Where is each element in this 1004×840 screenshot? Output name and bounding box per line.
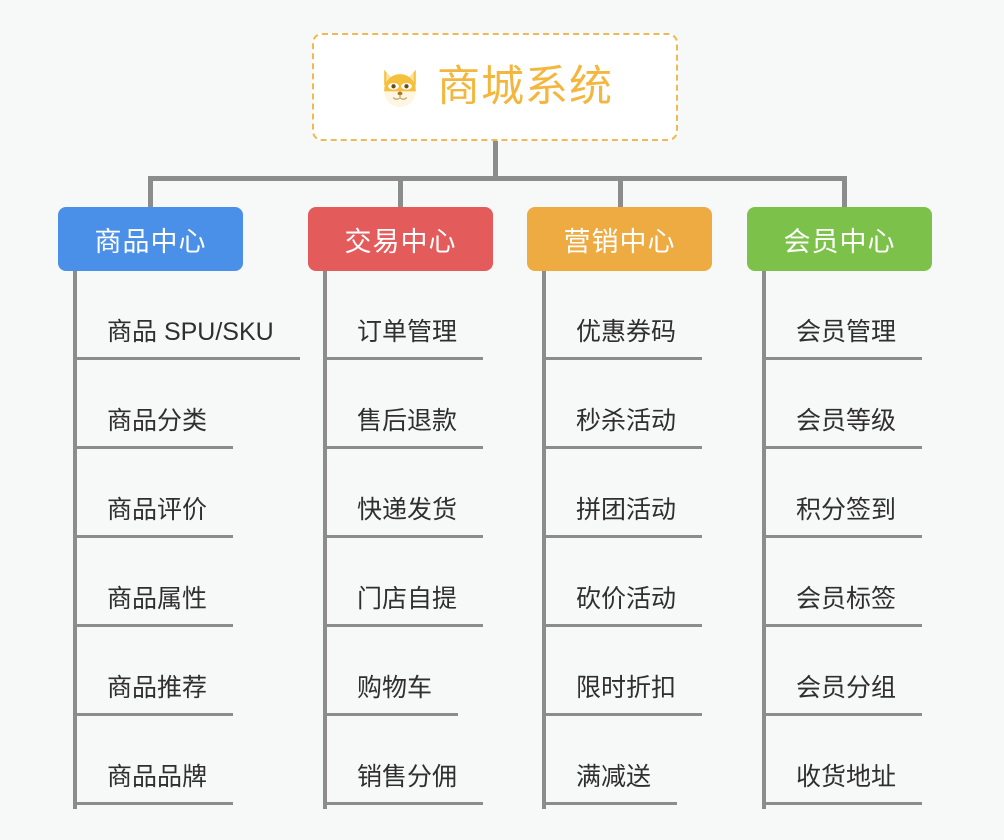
list-item-label: 收货地址	[762, 763, 923, 805]
list-item[interactable]: 售后退款	[323, 360, 484, 449]
root-stem-connector	[493, 141, 498, 180]
list-item-label: 会员等级	[762, 407, 923, 449]
list-item[interactable]: 砍价活动	[542, 538, 703, 627]
list-item[interactable]: 销售分佣	[323, 716, 484, 805]
column-spine	[73, 271, 77, 809]
list-item-label: 会员标签	[762, 585, 923, 627]
root-title: 商城系统	[437, 62, 613, 111]
list-item-label: 商品推荐	[73, 674, 234, 716]
list-item-label: 快递发货	[323, 496, 484, 538]
list-item[interactable]: 收货地址	[762, 716, 923, 805]
list-item[interactable]: 订单管理	[323, 271, 484, 360]
root-node-content: 商城系统	[377, 64, 613, 110]
list-item-label: 售后退款	[323, 407, 484, 449]
list-item-label: 销售分佣	[323, 763, 484, 805]
list-item[interactable]: 秒杀活动	[542, 360, 703, 449]
list-item[interactable]: 优惠券码	[542, 271, 703, 360]
list-item[interactable]: 会员分组	[762, 627, 923, 716]
list-item-label: 商品品牌	[73, 763, 234, 805]
list-item-label: 购物车	[323, 674, 459, 716]
category-header-trade-center[interactable]: 交易中心	[308, 207, 493, 271]
shiba-dog-face-icon	[384, 69, 416, 108]
list-item-label: 限时折扣	[542, 674, 703, 716]
list-item-label: 会员分组	[762, 674, 923, 716]
list-item[interactable]: 商品分类	[73, 360, 234, 449]
list-item-label: 秒杀活动	[542, 407, 703, 449]
list-item[interactable]: 门店自提	[323, 538, 484, 627]
list-item-label: 积分签到	[762, 496, 923, 538]
list-item[interactable]: 商品 SPU/SKU	[73, 271, 300, 360]
category-header-member-center[interactable]: 会员中心	[747, 207, 932, 271]
list-item[interactable]: 拼团活动	[542, 449, 703, 538]
list-item[interactable]: 会员等级	[762, 360, 923, 449]
branch-drop-connector-2	[398, 176, 403, 208]
branch-drop-connector-3	[618, 176, 623, 208]
list-item[interactable]: 购物车	[323, 627, 459, 716]
list-item-label: 会员管理	[762, 318, 923, 360]
list-item[interactable]: 商品品牌	[73, 716, 234, 805]
list-item-label: 订单管理	[323, 318, 484, 360]
column-spine	[542, 271, 546, 809]
branch-drop-connector-4	[842, 176, 847, 208]
list-item-label: 拼团活动	[542, 496, 703, 538]
list-item-label: 商品评价	[73, 496, 234, 538]
horizontal-bus-connector	[148, 176, 846, 181]
list-item[interactable]: 满减送	[542, 716, 678, 805]
list-item[interactable]: 商品评价	[73, 449, 234, 538]
list-item[interactable]: 限时折扣	[542, 627, 703, 716]
list-item[interactable]: 会员管理	[762, 271, 923, 360]
list-item[interactable]: 积分签到	[762, 449, 923, 538]
column-spine	[762, 271, 766, 809]
category-header-label: 交易中心	[344, 226, 457, 257]
category-header-label: 商品中心	[94, 226, 207, 257]
list-item-label: 砍价活动	[542, 585, 703, 627]
list-item-label: 优惠券码	[542, 318, 703, 360]
list-item[interactable]: 商品推荐	[73, 627, 234, 716]
list-item[interactable]: 商品属性	[73, 538, 234, 627]
category-header-label: 会员中心	[783, 226, 896, 257]
list-item-label: 满减送	[542, 763, 678, 805]
root-node[interactable]: 商城系统	[312, 33, 678, 141]
list-item-label: 商品属性	[73, 585, 234, 627]
category-header-product-center[interactable]: 商品中心	[58, 207, 243, 271]
list-item-label: 商品分类	[73, 407, 234, 449]
category-header-marketing-center[interactable]: 营销中心	[527, 207, 712, 271]
list-item[interactable]: 快递发货	[323, 449, 484, 538]
list-item[interactable]: 会员标签	[762, 538, 923, 627]
list-item-label: 商品 SPU/SKU	[73, 318, 300, 360]
branch-drop-connector-1	[148, 176, 153, 208]
list-item-label: 门店自提	[323, 585, 484, 627]
category-header-label: 营销中心	[563, 226, 676, 257]
column-spine	[323, 271, 327, 809]
